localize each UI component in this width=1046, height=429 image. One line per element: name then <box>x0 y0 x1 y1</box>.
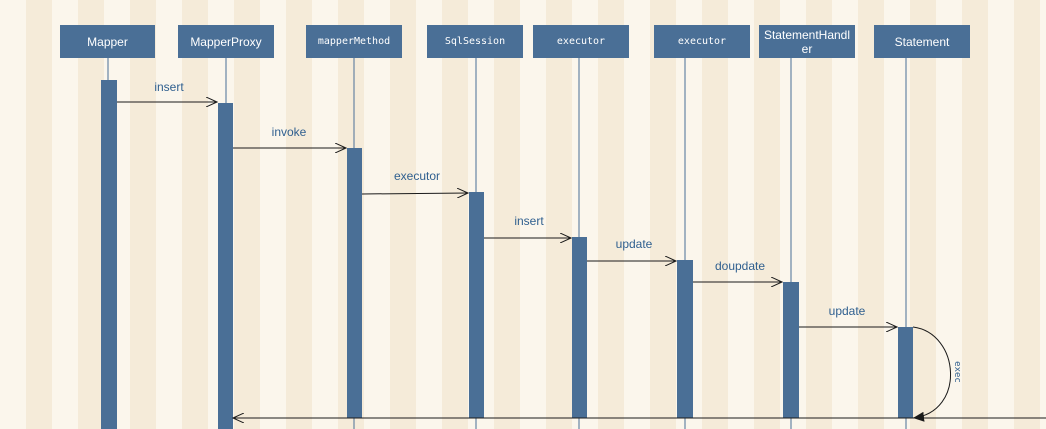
participant-mapper-method[interactable]: mapperMethod <box>306 25 402 58</box>
activation-bar <box>218 103 233 429</box>
message-label: insert <box>154 80 184 94</box>
message-label: executor <box>394 169 440 183</box>
self-message-label: exec <box>952 361 962 383</box>
participant-label: executor <box>677 35 727 47</box>
message-label: invoke <box>272 125 307 139</box>
activation-bar <box>572 237 587 418</box>
activation-bar <box>783 282 799 418</box>
activation-bar <box>677 260 693 418</box>
self-message-arrow <box>912 326 951 422</box>
participant-label: Mapper <box>87 34 128 49</box>
participant-label: executor <box>556 35 606 47</box>
message-label: insert <box>514 214 544 228</box>
message-label: update <box>616 237 653 251</box>
participant-label: mapperMethod <box>317 35 391 47</box>
message-label: doupdate <box>715 259 765 273</box>
participant-executor-2[interactable]: executor <box>654 25 750 58</box>
participant-executor-1[interactable]: executor <box>533 25 629 58</box>
message-arrow <box>361 193 468 194</box>
participant-label: MapperProxy <box>190 34 262 49</box>
participant-sql-session[interactable]: SqlSession <box>427 25 523 58</box>
participant-statement[interactable]: Statement <box>874 25 970 58</box>
activation-bar <box>347 148 362 418</box>
participant-label: Statement <box>894 34 950 49</box>
activation-bar <box>898 327 913 418</box>
participant-mapper[interactable]: Mapper <box>60 25 155 58</box>
participant-label: StatementHandler <box>763 27 851 56</box>
message-label: update <box>829 304 866 318</box>
participant-label: SqlSession <box>444 35 506 47</box>
participant-statement-handler[interactable]: StatementHandler <box>759 25 855 58</box>
activation-bar <box>101 80 117 429</box>
activation-bar <box>469 192 484 418</box>
participant-mapper-proxy[interactable]: MapperProxy <box>178 25 274 58</box>
